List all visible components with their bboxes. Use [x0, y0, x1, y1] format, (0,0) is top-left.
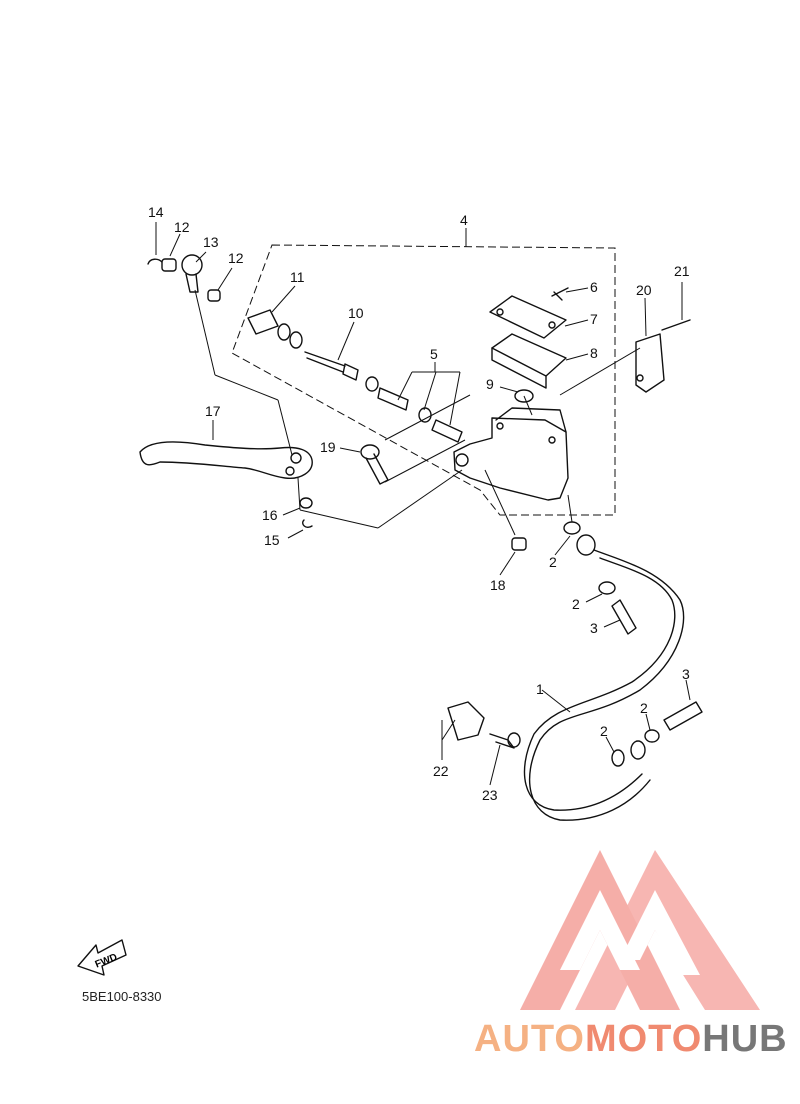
callout-12: 12	[174, 219, 190, 235]
small-fasteners	[299, 497, 527, 551]
leader-lines	[155, 222, 691, 786]
callout-22: 22	[433, 763, 449, 779]
holder-clamp	[635, 319, 691, 393]
guide-lines	[194, 289, 641, 536]
callout-2: 2	[572, 596, 580, 612]
callout-13: 13	[203, 234, 219, 250]
callout-23: 23	[482, 787, 498, 803]
callout-16: 16	[262, 507, 278, 523]
callout-7: 7	[590, 311, 598, 327]
watermark-hub: HUB	[702, 1018, 788, 1060]
watermark-auto: AUTO	[474, 1018, 585, 1060]
callout-12: 12	[228, 250, 244, 266]
watermark-logo	[520, 850, 760, 1010]
callout-8: 8	[590, 345, 598, 361]
callout-19: 19	[320, 439, 336, 455]
callout-18: 18	[490, 577, 506, 593]
brake-hose	[523, 534, 685, 821]
callout-3: 3	[682, 666, 690, 682]
callout-2: 2	[640, 700, 648, 716]
watermark-moto: MOTO	[584, 1018, 703, 1060]
callout-20: 20	[636, 282, 652, 298]
callout-21: 21	[674, 263, 690, 279]
callout-17: 17	[205, 403, 221, 419]
assembly-outline	[231, 244, 616, 516]
callout-3: 3	[590, 620, 598, 636]
callout-14: 14	[148, 204, 164, 220]
callout-2: 2	[600, 723, 608, 739]
brake-lever	[139, 441, 313, 479]
callout-9: 9	[486, 376, 494, 392]
callout-4: 4	[460, 212, 468, 228]
master-cylinder	[453, 407, 569, 501]
callout-labels: 1 2 2 2 2 3 3 4 5 6 7 8 9 10 11 12 12 13…	[148, 204, 690, 803]
piston-kit	[247, 309, 463, 443]
banjo-fittings	[563, 521, 703, 767]
callout-5: 5	[430, 346, 438, 362]
callout-10: 10	[348, 305, 364, 321]
hose-guide	[447, 701, 521, 749]
fwd-arrow-icon: FWD	[77, 939, 127, 976]
pivot-bolt	[147, 254, 221, 302]
reservoir-cap	[489, 287, 569, 403]
callout-6: 6	[590, 279, 598, 295]
drawing-code: 5BE100-8330	[82, 989, 162, 1004]
callout-11: 11	[290, 269, 305, 285]
callout-1: 1	[536, 681, 544, 697]
watermark-text: AUTOMOTOHUB	[474, 1018, 788, 1061]
fwd-label: FWD	[94, 952, 119, 971]
callout-15: 15	[264, 532, 280, 548]
bolt-19	[360, 444, 389, 485]
callout-2: 2	[549, 554, 557, 570]
